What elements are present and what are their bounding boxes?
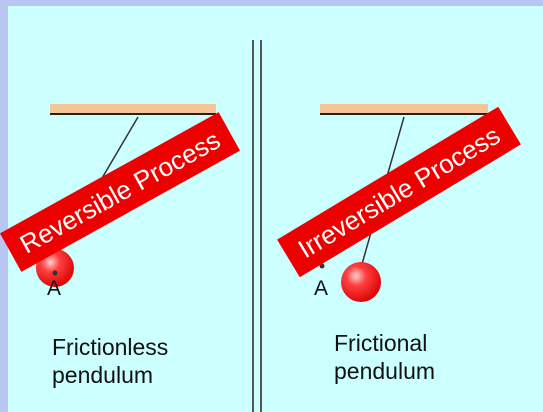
right-caption: Frictional pendulum xyxy=(334,329,435,385)
center-divider-line xyxy=(252,40,254,412)
right-caption-line2: pendulum xyxy=(334,358,436,384)
center-divider-line xyxy=(260,40,262,412)
left-pendulum-bob xyxy=(36,249,74,287)
right-pendulum-bob xyxy=(341,262,381,302)
left-caption: Frictionless pendulum xyxy=(52,333,168,389)
right-caption-line1: Frictional xyxy=(334,330,428,356)
left-caption-line1: Frictionless xyxy=(52,334,169,360)
right-ceiling xyxy=(320,104,488,115)
left-point-marker xyxy=(52,270,58,276)
left-caption-line2: pendulum xyxy=(52,362,154,388)
left-ceiling xyxy=(50,104,216,115)
right-point-marker xyxy=(319,263,325,269)
left-point-label: A xyxy=(47,277,62,300)
right-point-label: A xyxy=(314,277,329,300)
